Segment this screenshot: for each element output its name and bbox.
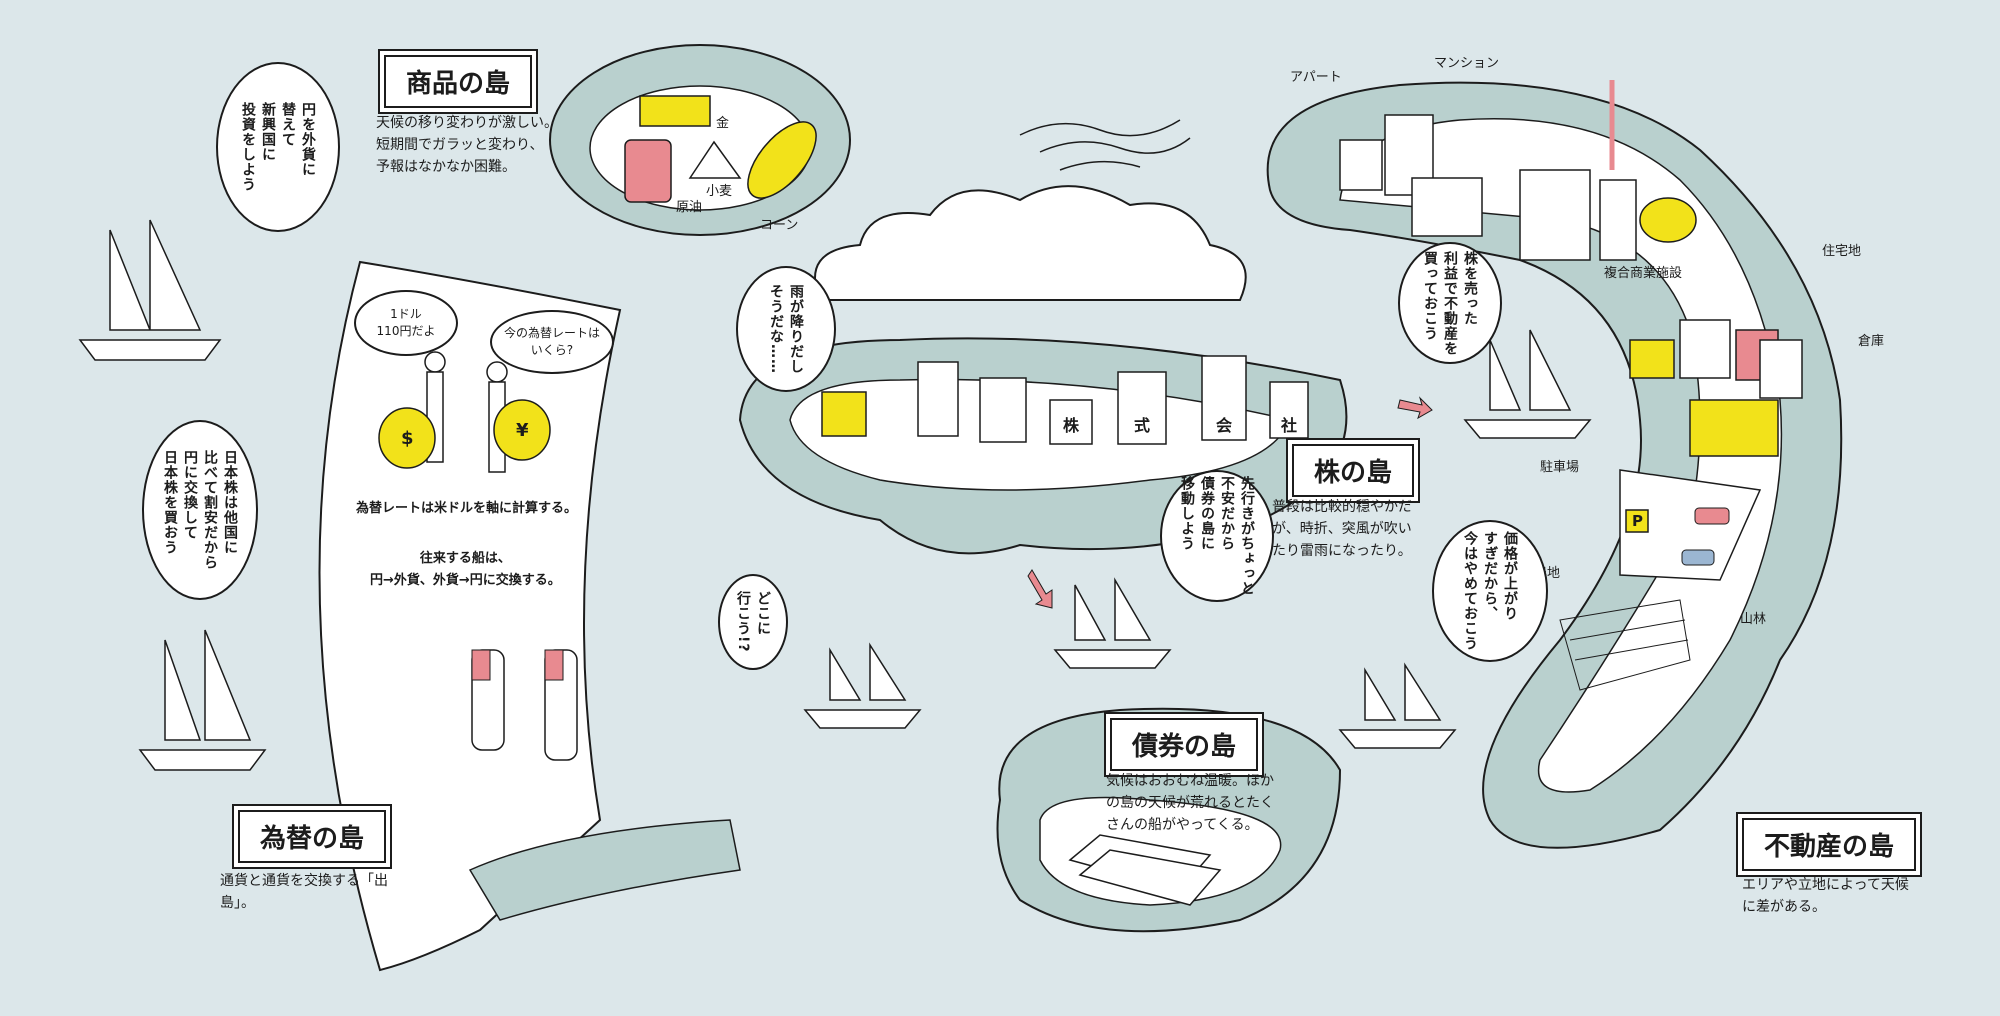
cloud-icon	[814, 185, 1247, 301]
corn-icon	[747, 121, 817, 199]
label-gold: 金	[716, 116, 730, 131]
wheat-pile-icon	[688, 140, 742, 179]
dollar-bag-icon	[378, 407, 436, 469]
thought-bubble-move-bond: 先行きがちょっと 不安だから 債券の島に 移動しよう	[1160, 470, 1274, 602]
parking-sign-icon	[1625, 509, 1649, 533]
fx-ship-note: 往来する船は、 円→外貨、外貨→円に交換する。	[370, 551, 561, 588]
arrow-icon-down	[1027, 569, 1053, 609]
bond-island-desc: 気候はおおむね温暖。ほか の島の天候が荒れるとたく さんの船がやってくる。	[1106, 773, 1274, 833]
fx-rate-note: 為替レートは米ドルを軸に計算する。	[356, 501, 578, 516]
dollar-sign: $	[401, 428, 414, 449]
building-kanji-1: 株	[1063, 416, 1080, 435]
sea-waves	[1019, 119, 1191, 171]
stock-island-desc: 普段は比較的穏やかだ が、時折、突風が吹い たり雷雨になったり。	[1272, 499, 1412, 559]
car-icon-blue	[1681, 549, 1715, 566]
label-warehouse: 倉庫	[1858, 334, 1885, 349]
label-apartment: アパート	[1290, 70, 1342, 85]
building-kanji-3: 会	[1216, 416, 1233, 435]
label-forest: 山林	[1740, 612, 1767, 627]
ship-icon-5	[803, 642, 922, 729]
thought-bubble-yen-to-foreign: 円を外貨に 替えて 新興国に 投資をしよう	[216, 62, 340, 232]
gold-bars-icon	[639, 95, 711, 127]
label-residential: 住宅地	[1822, 244, 1862, 259]
travelers-figure	[471, 649, 578, 761]
parking-lot	[1619, 469, 1762, 581]
yen-sign: ¥	[516, 420, 529, 441]
label-wheat: 小麦	[706, 184, 733, 199]
label-mansion: マンション	[1434, 56, 1500, 71]
building-kanji-4: 社	[1281, 416, 1298, 435]
houses-icon	[1629, 319, 1803, 399]
ship-icon-6	[1338, 662, 1457, 749]
oil-drum-icon	[624, 139, 672, 203]
thought-bubble-price-up: 価格が上がり すぎだから、 今はやめておこう	[1432, 520, 1548, 662]
speech-bubble-rate-answer: 1ドル 110円だよ	[354, 290, 458, 356]
label-corn: コーン	[760, 218, 799, 233]
thought-bubble-rain: 雨が降りだし そうだな……	[736, 266, 836, 392]
ships	[78, 219, 1592, 771]
thought-bubble-where: どこに 行こう!?	[718, 574, 788, 670]
warehouse-icon	[1689, 399, 1779, 457]
realestate-island-title: 不動産の島	[1742, 818, 1917, 871]
arrow-icon-right	[1397, 396, 1433, 420]
speech-bubble-rate-question: 今の為替レートは いくら?	[490, 310, 614, 374]
ship-icon-2	[138, 629, 267, 771]
farmland	[1559, 599, 1691, 691]
ship-icon-3	[1463, 329, 1592, 439]
yen-bag-icon	[493, 399, 551, 461]
fx-island-desc: 通貨と通貨を交換する「出 島」。	[220, 873, 388, 911]
thought-bubble-sell-stock: 株を売った 利益で不動産を 買っておこう	[1398, 242, 1502, 364]
building-kanji-2: 式	[1134, 416, 1151, 435]
commodity-island-desc: 天候の移り変わりが激しい。 短期間でガラッと変わり、 予報はなかなか困難。	[376, 115, 558, 175]
ship-icon-1	[78, 219, 222, 361]
realestate-island-desc: エリアや立地によって天候 に差がある。	[1742, 877, 1909, 915]
arrows	[1027, 396, 1433, 609]
dome-icon	[1639, 197, 1697, 243]
label-complex: 複合商業施設	[1604, 266, 1683, 281]
label-parking: 駐車場	[1540, 460, 1580, 475]
thought-bubble-japan-stock: 日本株は他国に 比べて割安だから 円に交換して 日本株を買おう	[142, 420, 258, 600]
car-icon-pink	[1694, 507, 1730, 525]
fx-island-title: 為替の島	[238, 810, 387, 863]
stock-island-title: 株の島	[1292, 444, 1415, 497]
commodity-island	[549, 44, 851, 236]
bond-certificates-icon	[1068, 834, 1222, 906]
parking-sign-letter: P	[1632, 512, 1643, 530]
commodity-island-title: 商品の島	[384, 55, 533, 108]
bond-island-title: 債券の島	[1110, 718, 1259, 771]
ship-icon-4	[1053, 577, 1172, 669]
label-oil: 原油	[676, 200, 703, 215]
yellow-building-icon	[821, 391, 867, 437]
fx-island	[318, 260, 741, 972]
realestate-island	[1266, 80, 1843, 849]
